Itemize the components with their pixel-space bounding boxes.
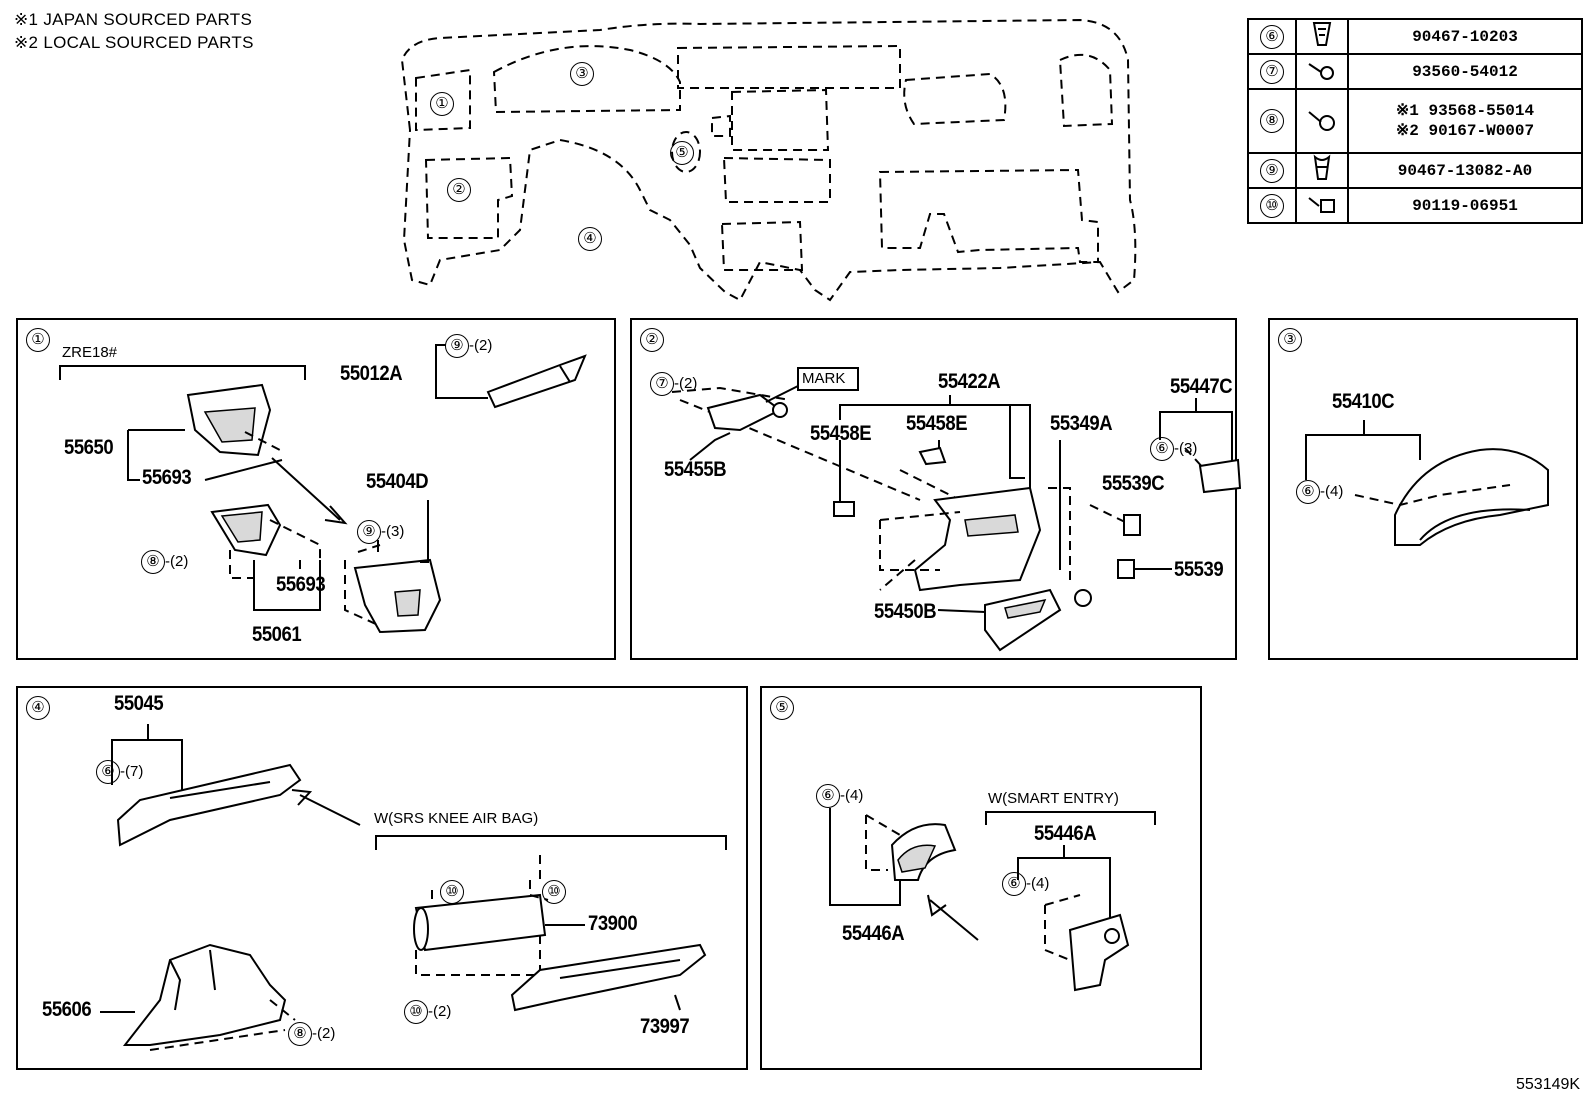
overview-label-5: ⑤ [670,141,694,165]
callout-6-qty4: ⑥-(4) [1296,480,1343,504]
legend-number: ⑨ [1260,158,1284,183]
callout-9-qty2: ⑨-(2) [445,334,492,358]
part-label-55693-b: 55693 [276,573,326,596]
legend-row: ⑥ 90467-10203 [1247,18,1583,55]
part-label-73997: 73997 [640,1015,690,1038]
overview-label-4: ④ [578,227,602,251]
variant-label-srs-knee-air-bag: W(SRS KNEE AIR BAG) [374,810,539,827]
screw-icon [1295,88,1349,154]
legend-part-number: 90467-13082-A0 [1347,152,1583,189]
part-label-55410c: 55410C [1332,390,1395,413]
part-label-55606: 55606 [42,998,92,1021]
legend-part-number: 93560-54012 [1347,53,1583,90]
note-local-sourced: ※2 LOCAL SOURCED PARTS [14,33,254,52]
callout-10-qty2: ⑩-(2) [404,1000,451,1024]
part-label-55061: 55061 [252,623,302,646]
part-label-73900: 73900 [588,912,638,935]
legend-row: ⑩ 90119-06951 [1247,187,1583,224]
variant-label-zre18: ZRE18# [62,344,118,361]
part-label-55446a: 55446A [1034,822,1097,845]
part-label-55045: 55045 [114,692,164,715]
part-label-55455b: 55455B [664,458,727,481]
bolt-icon [1295,187,1349,224]
legend-row: ⑦ 93560-54012 [1247,53,1583,90]
legend-number: ⑧ [1260,109,1284,133]
part-label-55458e-b: 55458E [906,412,968,435]
part-label-55349a: 55349A [1050,412,1113,435]
part-label-55458e: 55458E [810,422,872,445]
diagram-code: 553149K [1516,1076,1581,1093]
callout-6-qty4-b: ⑥-(4) [1002,872,1049,896]
overview-label-2: ② [447,178,471,202]
legend-part-number: ※1 93568-55014 [1395,102,1535,120]
mark-label: MARK [802,370,846,387]
callout-6-qty7: ⑥-(7) [96,760,143,784]
legend-part-number-group: ※1 93568-55014 ※2 90167-W0007 [1347,88,1583,154]
callout-7-qty2: ⑦-(2) [650,372,697,396]
fastener-legend-table: ⑥ 90467-10203 ⑦ 93560-54012 ⑧ ※1 93568-5… [1247,18,1583,224]
clip-icon [1295,18,1349,55]
part-label-55446a-b: 55446A [842,922,905,945]
panel-5 [760,686,1202,1070]
note-japan-sourced: ※1 JAPAN SOURCED PARTS [14,10,253,29]
callout-9-qty3: ⑨-(3) [357,520,404,544]
part-label-55012a: 55012A [340,362,403,385]
panel-3-number: ③ [1278,328,1302,352]
part-label-55447c: 55447C [1170,375,1233,398]
part-label-55404d: 55404D [366,470,429,493]
panel-1 [16,318,616,660]
part-label-55693: 55693 [142,466,192,489]
panel-1-number: ① [26,328,50,352]
part-label-55539: 55539 [1174,558,1224,581]
callout-6-qty3: ⑥-(3) [1150,437,1197,461]
legend-part-number: 90467-10203 [1347,18,1583,55]
panel-4 [16,686,748,1070]
legend-part-number: 90119-06951 [1347,187,1583,224]
callout-8-qty2: ⑧-(2) [141,550,188,574]
legend-row: ⑨ 90467-13082-A0 [1247,152,1583,189]
variant-label-smart-entry: W(SMART ENTRY) [988,790,1119,807]
callout-6-qty4-a: ⑥-(4) [816,784,863,808]
callout-10-b: ⑩ [542,880,566,904]
part-label-55422a: 55422A [938,370,1001,393]
legend-part-number: ※2 90167-W0007 [1395,122,1535,140]
part-label-55650: 55650 [64,436,114,459]
part-label-55539c: 55539C [1102,472,1165,495]
callout-8-qty2: ⑧-(2) [288,1022,335,1046]
legend-number: ⑥ [1260,24,1284,49]
panel-5-number: ⑤ [770,696,794,720]
panel-2-number: ② [640,328,664,352]
clip-icon [1295,152,1349,189]
part-label-55450b: 55450B [874,600,937,623]
legend-number: ⑩ [1260,193,1284,218]
panel-4-number: ④ [26,696,50,720]
overview-label-1: ① [430,92,454,116]
legend-number: ⑦ [1260,59,1284,84]
callout-10-a: ⑩ [440,880,464,904]
overview-label-3: ③ [570,62,594,86]
legend-row: ⑧ ※1 93568-55014 ※2 90167-W0007 [1247,88,1583,154]
panel-3 [1268,318,1578,660]
screw-icon [1295,53,1349,90]
